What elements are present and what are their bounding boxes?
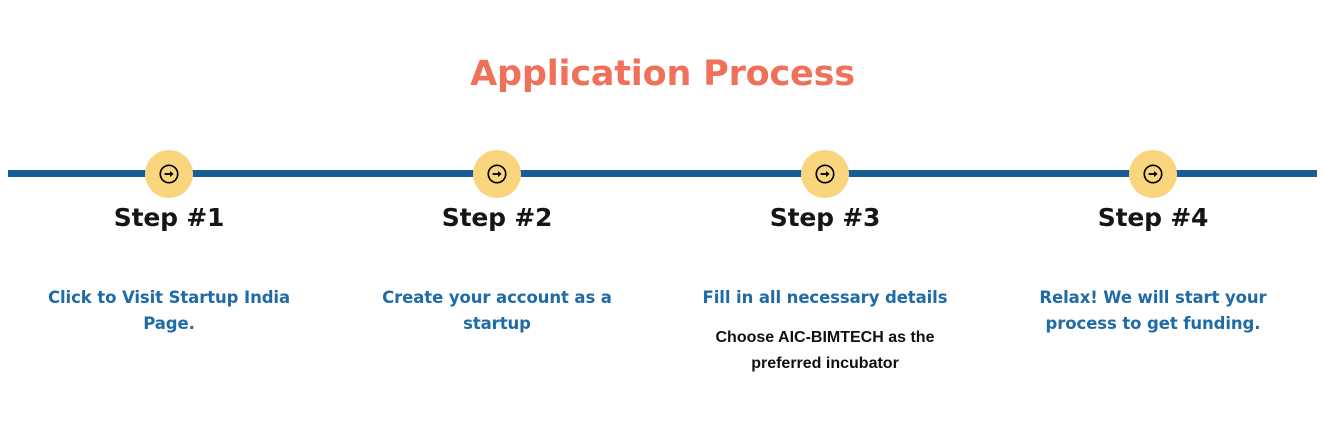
step-description-primary-1: Click to Visit Startup India Page. <box>47 288 291 334</box>
step-marker-2[interactable] <box>473 150 521 198</box>
arrow-right-in-circle-icon <box>486 163 508 185</box>
step-label-3: Step #3 <box>769 203 881 232</box>
timeline-rail <box>8 170 1317 177</box>
step-label-2: Step #2 <box>441 203 553 232</box>
step-marker-3[interactable] <box>801 150 849 198</box>
step-description-primary-3: Fill in all necessary details <box>702 288 948 307</box>
step-description-3: Fill in all necessary details Choose AIC… <box>685 285 965 377</box>
step-item-3[interactable]: Step #3 Fill in all necessary details Ch… <box>661 0 989 440</box>
step-description-4: Relax! We will start your process to get… <box>1013 285 1293 337</box>
step-item-4[interactable]: Step #4 Relax! We will start your proces… <box>989 0 1317 440</box>
step-description-primary-2: Create your account as a startup <box>382 288 612 334</box>
step-description-1: Click to Visit Startup India Page. <box>29 285 309 337</box>
step-label-1: Step #1 <box>113 203 225 232</box>
step-description-primary-4: Relax! We will start your process to get… <box>1039 288 1267 334</box>
arrow-right-in-circle-icon <box>1142 163 1164 185</box>
arrow-right-in-circle-icon <box>158 163 180 185</box>
step-description-2: Create your account as a startup <box>357 285 637 337</box>
step-item-1[interactable]: Step #1 Click to Visit Startup India Pag… <box>5 0 333 440</box>
arrow-right-in-circle-icon <box>814 163 836 185</box>
step-marker-4[interactable] <box>1129 150 1177 198</box>
page-title: Application Process <box>470 54 855 94</box>
step-description-secondary-3: Choose AIC-BIMTECH as the preferred incu… <box>715 329 935 372</box>
step-item-2[interactable]: Step #2 Create your account as a startup <box>333 0 661 440</box>
step-label-4: Step #4 <box>1097 203 1209 232</box>
step-marker-1[interactable] <box>145 150 193 198</box>
